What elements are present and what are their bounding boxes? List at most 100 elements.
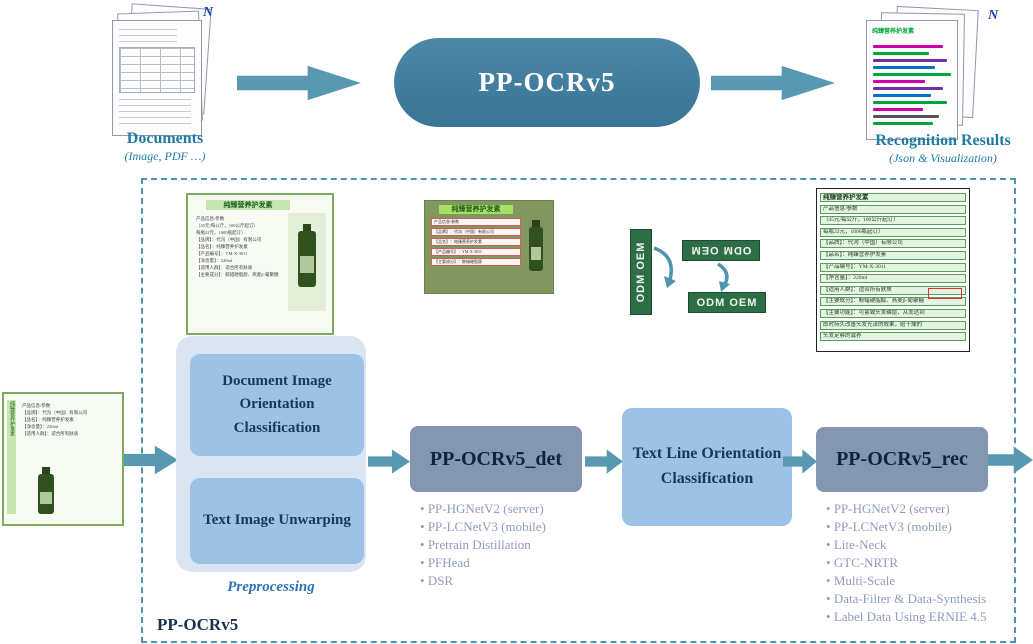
node-doc-orientation-classification: Document Image Orientation Classificatio… [190,354,364,456]
document-text-lines [119,29,177,43]
rec-feature-list: PP-HGNetV2 (server) PP-LCNetV3 (mobile) … [826,500,987,626]
sample-product-text: 产品信息/参数 （45元/每公斤，100公斤起订） 每瓶22元，1000瓶起订）… [196,215,284,278]
rec-feature: Label Data Using ERNIE 4.5 [826,608,987,626]
det-feature: PP-LCNetV3 (mobile) [420,518,546,536]
result-text-line [873,115,939,118]
document-text-lines [119,99,191,127]
result-page: 纯臻营养护发素 [866,20,958,140]
sample-product-title: 纯臻营养护发素 [439,205,513,214]
document-table [119,47,195,93]
sample-text-line: 【品名】：纯臻营养护发素 [196,244,248,249]
preprocessing-label: Preprocessing [227,579,315,595]
recognition-line: 每瓶22元，1000瓶起订） [820,227,966,237]
odm-text-corrected: ODM OEM [688,292,766,313]
rec-feature: Lite-Neck [826,536,987,554]
sample-product-title: 纯臻营养护发素 [206,200,290,210]
recognition-lowconf-box [928,288,962,299]
detection-box-line: 【产品编号】：YM-X-3011 [431,248,521,256]
result-text-line [873,122,933,125]
sample-orientation-correction: ODM OEM ODM OEM ODM OEM [618,224,768,318]
flow-arrow-documents-to-pipeline [237,65,361,101]
input-text-line: 【净含量】：220ml [22,424,59,429]
recognition-line: 【产品编号】：YM-X-3011 [820,262,966,272]
odm-text-rotated-180: ODM OEM [682,240,760,261]
documents-subtitle: (Image, PDF …) [124,149,206,163]
documents-stack [112,3,222,136]
sample-original-image: 纯臻营养护发素 产品信息/参数 （45元/每公斤，100公斤起订） 每瓶22元，… [186,193,334,335]
rec-feature: PP-HGNetV2 (server) [826,500,987,518]
rec-feature: Data-Filter & Data-Synthesis [826,590,987,608]
det-feature: PP-HGNetV2 (server) [420,500,546,518]
sample-text-line: 【净含量】：220ml [196,258,233,263]
recognition-line: 产品信息/参数 [820,204,966,214]
node-textline-orientation-classification: Text Line Orientation Classification [622,408,792,526]
recognition-line: （45元/每公斤，100公斤起订） [820,216,966,226]
node-text-image-unwarping: Text Image Unwarping [190,478,364,564]
node-ppocrv5-rec: PP-OCRv5_rec [816,427,988,492]
result-text-line [873,108,923,111]
recognition-line: 【主要功能】：可紧致头发磷层，从而达到 [820,308,966,318]
sample-text-line: 【品牌】：代沟（中国）有限公司 [196,237,262,242]
detection-box-line: 【主要成分】：鲸蜡硬脂醇 [431,258,521,266]
result-text-line [873,101,947,104]
document-page [112,20,202,136]
input-text-lines: 产品信息/参数 【品牌】：代沟（中国）有限公司 【品名】：纯臻营养护发素 【净含… [22,402,118,437]
sample-text-line: 产品信息/参数 [196,216,225,221]
detection-boxes: 产品信息/参数 【品牌】：代沟（中国）有限公司 【品名】：纯臻营养护发素 【产品… [431,218,521,268]
sample-text-line: 【产品编号】：YM-X-3011 [196,251,248,256]
result-text-line [873,66,935,69]
recognition-line: 纯臻营养护发素 [820,193,966,202]
odm-text-rotated-90: ODM OEM [630,229,652,315]
results-stack: 纯臻营养护发素 [866,5,990,140]
detection-box-line: 【品名】：纯臻营养护发素 [431,238,521,246]
preprocessing-group: Document Image Orientation Classificatio… [176,336,366,572]
flow-arrow-pipeline-to-results [711,65,835,101]
pipeline-detail-box: PP-OCRv5 [141,178,1016,643]
sample-text-line: 每瓶22元，1000瓶起订） [196,230,246,235]
result-text-line [873,73,951,76]
rec-feature: Multi-Scale [826,572,987,590]
pipeline-box-label: PP-OCRv5 [157,615,239,634]
det-feature: Pretrain Distillation [420,536,546,554]
recognition-line: 【净含量】：220ml [820,274,966,284]
rec-feature: GTC-NRTR [826,554,987,572]
sample-recognition-result: 纯臻营养护发素 产品信息/参数 （45元/每公斤，100公斤起订） 每瓶22元，… [816,188,970,352]
rec-feature: PP-LCNetV3 (mobile) [826,518,987,536]
product-bottle-image [298,231,316,287]
recognition-line: 头发足够的滋养 [820,332,966,342]
input-text-line: 【品名】：纯臻营养护发素 [22,417,74,422]
detection-box-line: 产品信息/参数 [431,218,521,226]
pipeline-pill-node: PP-OCRv5 [394,38,700,127]
result-title-text: 纯臻营养护发素 [872,29,915,35]
result-text-line [873,87,943,90]
sample-text-line: （45元/每公斤，100公斤起订） [196,223,258,228]
recognition-line: 即时持久改善头发光泽的效果，给干燥的 [820,320,966,330]
documents-count-label: N [203,5,214,20]
det-feature: DSR [420,572,546,590]
input-vertical-title: 纯臻营养护发素 [7,400,16,514]
results-subtitle: (Json & Visualization) [889,151,997,165]
orientation-rotate-arrows [653,246,730,292]
result-text-line [873,45,943,48]
sample-text-line: 【适用人群】：适合所有肤质 [196,265,253,270]
det-feature-list: PP-HGNetV2 (server) PP-LCNetV3 (mobile) … [420,500,546,590]
recognition-line: 【品牌】：代沟（中国）有限公司 [820,239,966,249]
recognition-line: 【主要成分】：鲸蜡硬脂醇、燕麦β-葡聚糖 [820,297,966,307]
sample-text-line: 【主要成分】：鲸蜡硬脂醇、燕麦β-葡聚糖 [196,272,279,277]
product-bottle-image [529,227,543,271]
result-text-line [873,52,929,55]
results-title: Recognition Results [875,132,1011,149]
detection-box-line: 【品牌】：代沟（中国）有限公司 [431,228,521,236]
det-feature: PFHead [420,554,546,572]
results-count-label: N [988,8,999,23]
node-ppocrv5-det: PP-OCRv5_det [410,426,582,492]
sample-detection-result: 纯臻营养护发素 产品信息/参数 【品牌】：代沟（中国）有限公司 【品名】：纯臻营… [424,200,554,294]
input-image: 纯臻营养护发素 产品信息/参数 【品牌】：代沟（中国）有限公司 【品名】：纯臻营… [2,392,124,526]
product-bottle-image [38,474,54,514]
input-text-line: 产品信息/参数 [22,403,51,408]
result-text-line [873,59,947,62]
result-text-line [873,94,931,97]
result-text-line [873,80,925,83]
input-text-line: 【品牌】：代沟（中国）有限公司 [22,410,88,415]
